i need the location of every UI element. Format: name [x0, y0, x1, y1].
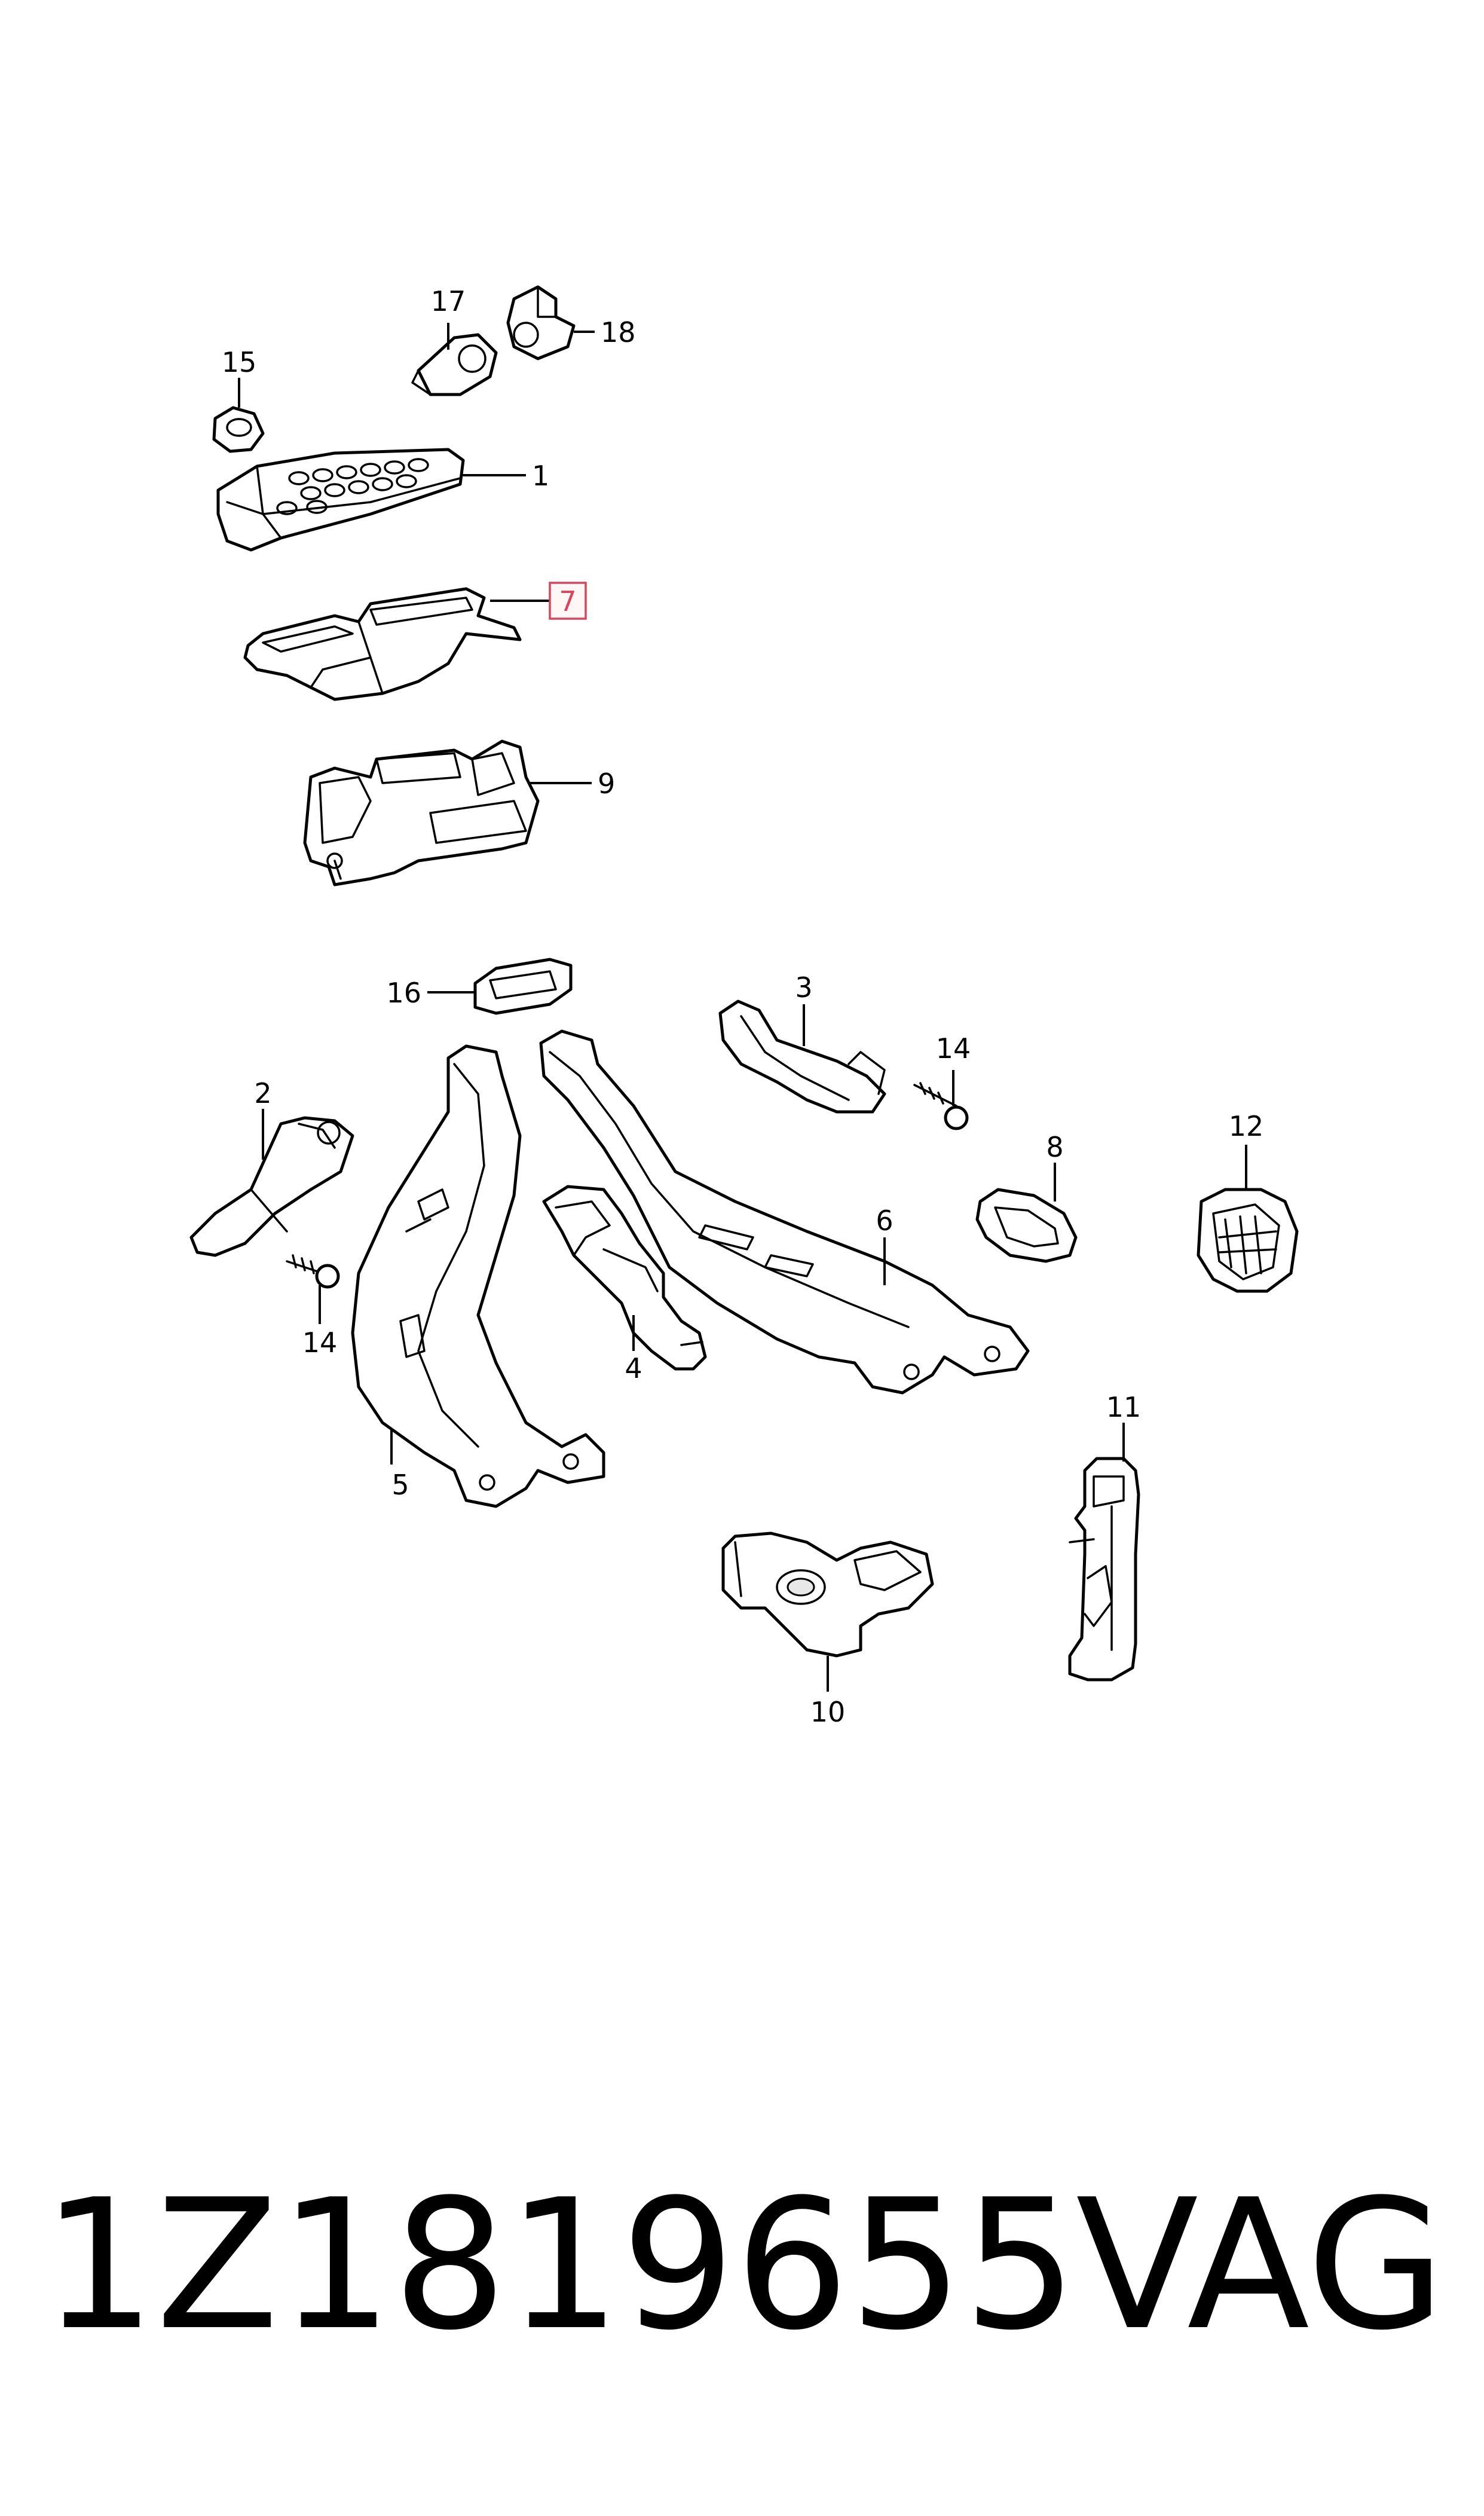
leader-lines [238, 323, 1247, 1692]
part-4-small-duct [542, 1185, 707, 1371]
callout-15: 15 [222, 346, 257, 378]
callout-16: 16 [386, 977, 421, 1009]
part-10-duct-elbow [721, 1531, 934, 1658]
part-3-bracket [718, 999, 886, 1114]
callout-7-highlight: 7 [549, 582, 587, 620]
part-7-air-duct [243, 587, 522, 701]
callout-3: 3 [795, 971, 812, 1004]
part-5-floor-duct-left [351, 1044, 605, 1508]
callout-1: 1 [532, 460, 549, 492]
callout-4: 4 [625, 1352, 642, 1384]
part-16-vent [473, 958, 573, 1015]
callout-labels: 17 18 15 1 7 9 16 3 14 2 14 8 12 6 4 5 1… [222, 285, 1264, 1728]
callout-18: 18 [601, 316, 636, 348]
part-number: 1Z1819655 [42, 2161, 1078, 2370]
callout-11: 11 [1106, 1391, 1142, 1423]
part-1-air-intake-grille [216, 448, 465, 552]
part-2-side-duct [189, 1116, 354, 1257]
part-6-floor-duct-right [539, 1029, 1030, 1395]
footer: 1Z1819655 VAG [0, 2140, 1484, 2391]
brand-name: VAG [1076, 2161, 1446, 2370]
callout-12: 12 [1229, 1110, 1264, 1142]
callout-5: 5 [391, 1469, 409, 1501]
callout-2: 2 [254, 1077, 271, 1109]
part-12-vent-grille [1197, 1188, 1299, 1293]
part-11-upright-duct [1068, 1457, 1140, 1682]
part-14-screw-lower [286, 1254, 340, 1289]
part-18-sensor [506, 285, 576, 360]
callout-9: 9 [598, 768, 615, 800]
callout-14-lower: 14 [302, 1326, 338, 1359]
callout-7: 7 [559, 585, 576, 617]
callout-17: 17 [431, 285, 466, 317]
part-15-nut [212, 406, 265, 453]
callout-6: 6 [876, 1204, 893, 1237]
part-14-screw-upper [913, 1082, 969, 1130]
callout-10: 10 [810, 1696, 846, 1728]
part-8-grommet [975, 1188, 1078, 1263]
part-9-duct-assembly [303, 739, 540, 886]
callout-14-upper: 14 [936, 1032, 971, 1065]
part-17-clip [411, 333, 498, 396]
callout-8: 8 [1046, 1131, 1063, 1163]
